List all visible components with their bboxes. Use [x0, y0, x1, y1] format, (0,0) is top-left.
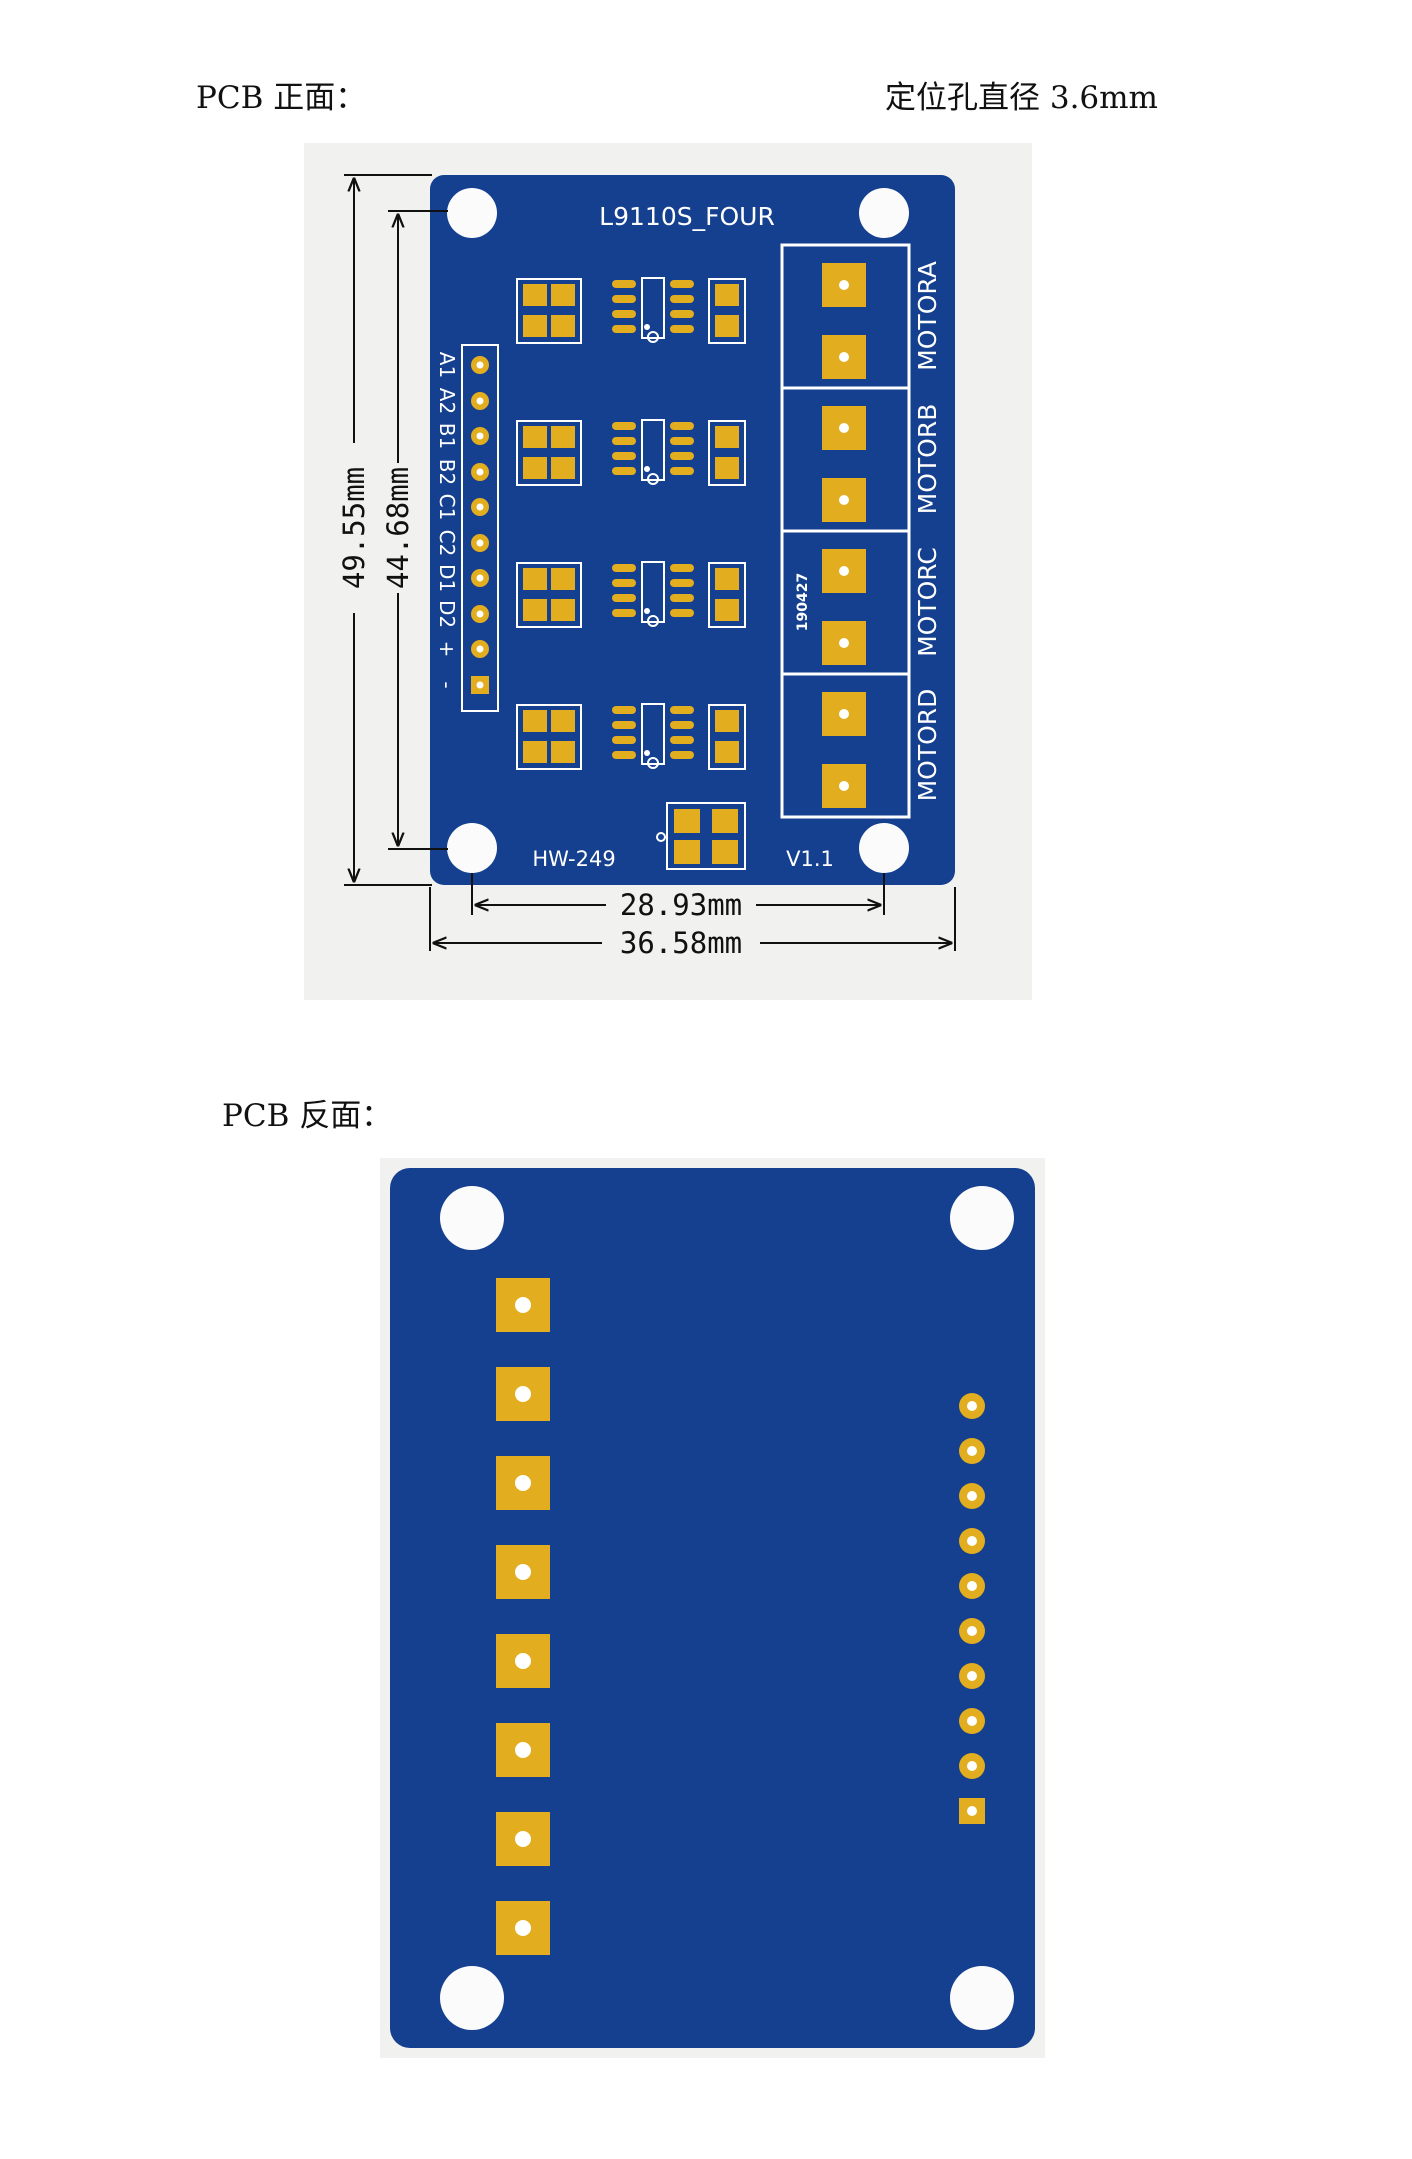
front-render-panel: L9110S_FOUR MOTORA MOTORB MOTORC MOTORD … — [304, 143, 1032, 1000]
mounting-hole — [440, 1186, 504, 1250]
back-render-panel — [380, 1158, 1045, 2058]
board-title: L9110S_FOUR — [599, 202, 775, 231]
dimension-width-inner: 28.93mm — [620, 888, 742, 922]
version-label: V1.1 — [786, 847, 834, 871]
header-pin-row — [461, 344, 499, 712]
motor-b-label: MOTORB — [913, 404, 942, 515]
header-label-plus: + — [435, 641, 459, 658]
header-label-a2: A2 — [435, 388, 459, 414]
driver-channel — [516, 419, 746, 486]
header-label-b1: B1 — [435, 423, 459, 449]
mounting-hole — [447, 188, 497, 238]
bottom-component — [656, 802, 746, 870]
mounting-hole — [859, 188, 909, 238]
back-header-pins — [959, 1393, 985, 1824]
header-label-c1: C1 — [435, 494, 459, 521]
driver-channel — [516, 277, 746, 344]
header-label-c2: C2 — [435, 530, 459, 557]
motor-c-label: MOTORC — [913, 547, 942, 657]
pcb-back-view — [390, 1168, 1035, 2048]
mounting-hole — [440, 1966, 504, 2030]
front-caption: PCB 正面： — [196, 80, 367, 116]
model-label: HW-249 — [532, 847, 615, 871]
motor-terminal-pads — [822, 263, 866, 808]
header-label-d1: D1 — [435, 564, 459, 592]
driver-channel — [516, 703, 746, 770]
back-terminal-pads — [496, 1278, 550, 1955]
motor-d-label: MOTORD — [913, 689, 942, 802]
pcb-back-board — [390, 1168, 1035, 2048]
motor-terminal-outlines — [780, 243, 911, 819]
driver-channel — [516, 561, 746, 628]
date-code: 190427 — [795, 573, 811, 631]
back-caption: PCB 反面： — [222, 1098, 393, 1134]
dimension-width-outer: 36.58mm — [620, 926, 742, 960]
header-label-a1: A1 — [435, 352, 459, 378]
pcb-front-view: L9110S_FOUR MOTORA MOTORB MOTORC MOTORD … — [337, 174, 956, 960]
header-label-minus: - — [435, 681, 459, 688]
mounting-hole — [447, 823, 497, 873]
header-label-b2: B2 — [435, 459, 459, 485]
dimension-height-inner: 44.68mm — [381, 467, 415, 589]
hole-diameter-caption: 定位孔直径 3.6mm — [885, 80, 1158, 116]
header-label-d2: D2 — [435, 600, 459, 628]
motor-a-label: MOTORA — [913, 261, 942, 371]
mounting-hole — [859, 823, 909, 873]
mounting-hole — [950, 1186, 1014, 1250]
dimension-height-outer: 49.55mm — [337, 467, 371, 589]
mounting-hole — [950, 1966, 1014, 2030]
